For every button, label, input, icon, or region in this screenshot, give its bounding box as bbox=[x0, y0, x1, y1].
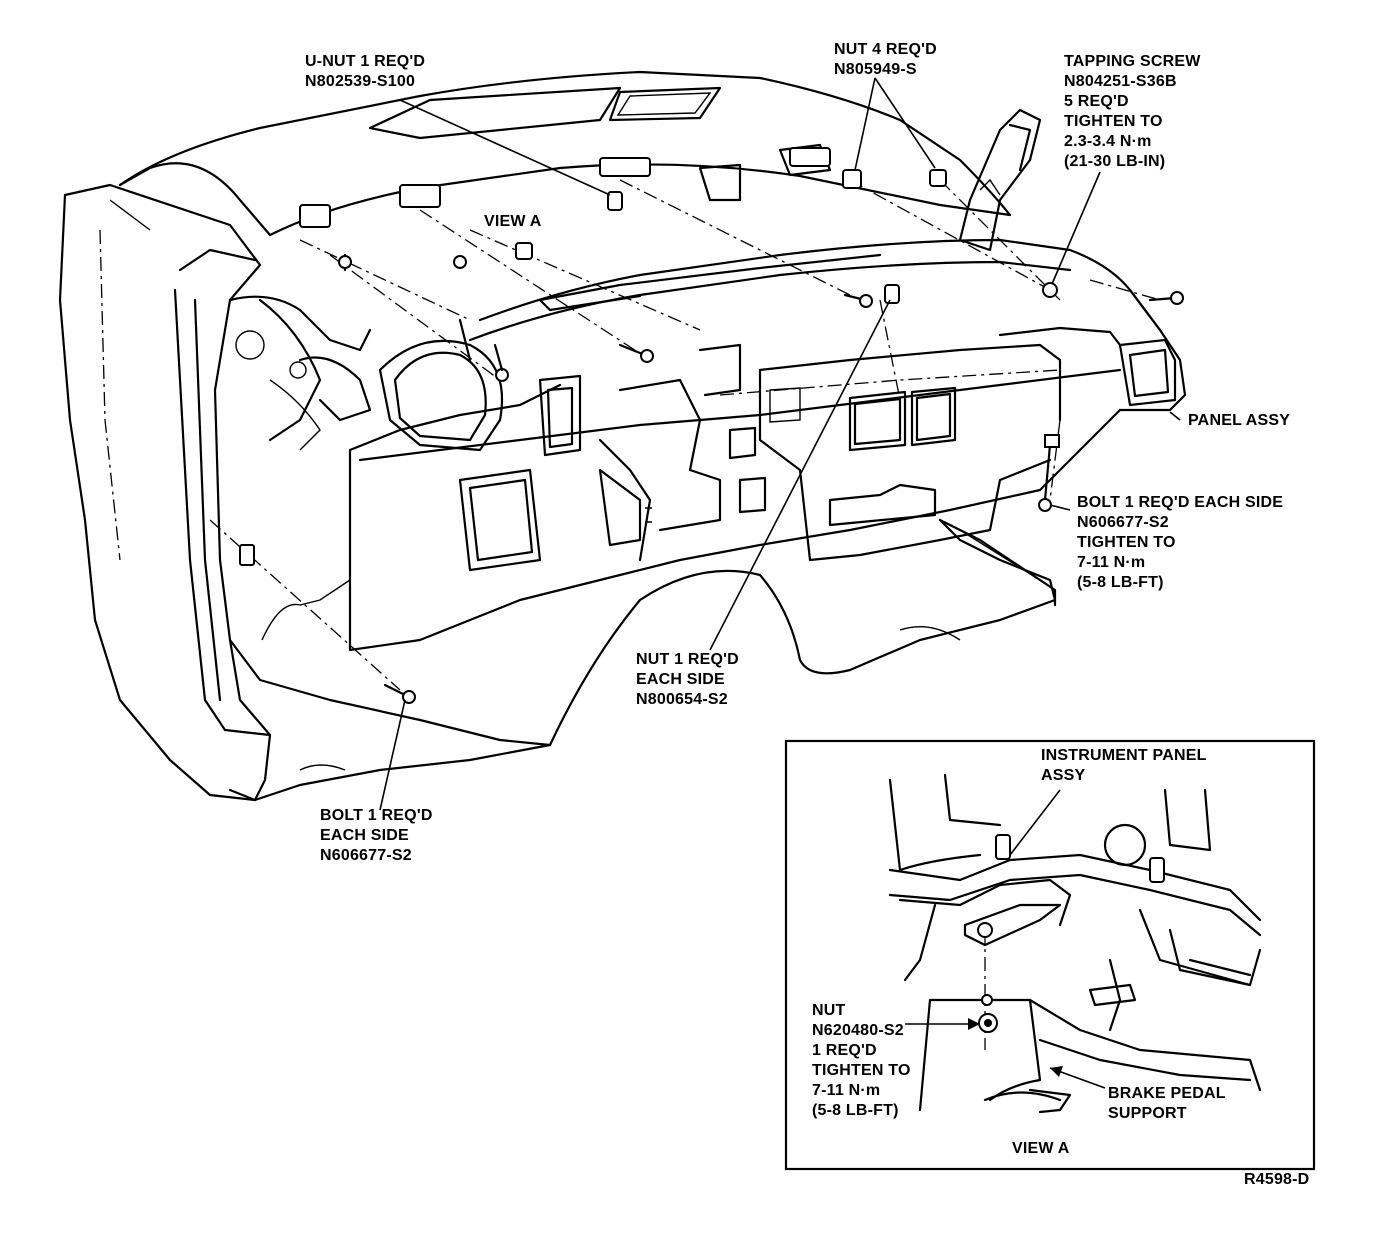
nut4-label: NUT 4 REQ'D N805949-S bbox=[834, 41, 937, 78]
view-a-inset bbox=[784, 739, 1316, 1171]
callout-leaders bbox=[379, 77, 1181, 811]
dash-body bbox=[58, 70, 1187, 802]
fastener-markers bbox=[239, 147, 1184, 704]
inset-brake-pedal-label: BRAKE PEDAL SUPPORT bbox=[1108, 1085, 1226, 1122]
figure-id: R4598-D bbox=[1244, 1171, 1310, 1188]
inset-nut-label: NUT N620480-S2 1 REQ'D TIGHTEN TO 7-11 N… bbox=[812, 1002, 911, 1119]
unut-label: U-NUT 1 REQ'D N802539-S100 bbox=[305, 53, 426, 90]
inset-instrument-panel-label: INSTRUMENT PANEL ASSY bbox=[1041, 747, 1207, 784]
bolt-right-label: BOLT 1 REQ'D EACH SIDE N606677-S2 TIGHTE… bbox=[1077, 494, 1284, 591]
panel-assy-label: PANEL ASSY bbox=[1188, 412, 1291, 429]
bolt-left-label: BOLT 1 REQ'D EACH SIDE N606677-S2 bbox=[320, 807, 433, 864]
nut-each-side-label: NUT 1 REQ'D EACH SIDE N800654-S2 bbox=[636, 651, 739, 708]
tapping-screw-label: TAPPING SCREW N804251-S36B 5 REQ'D TIGHT… bbox=[1064, 53, 1201, 170]
inset-title: VIEW A bbox=[1012, 1140, 1070, 1157]
view-a-callout: VIEW A bbox=[484, 213, 542, 230]
